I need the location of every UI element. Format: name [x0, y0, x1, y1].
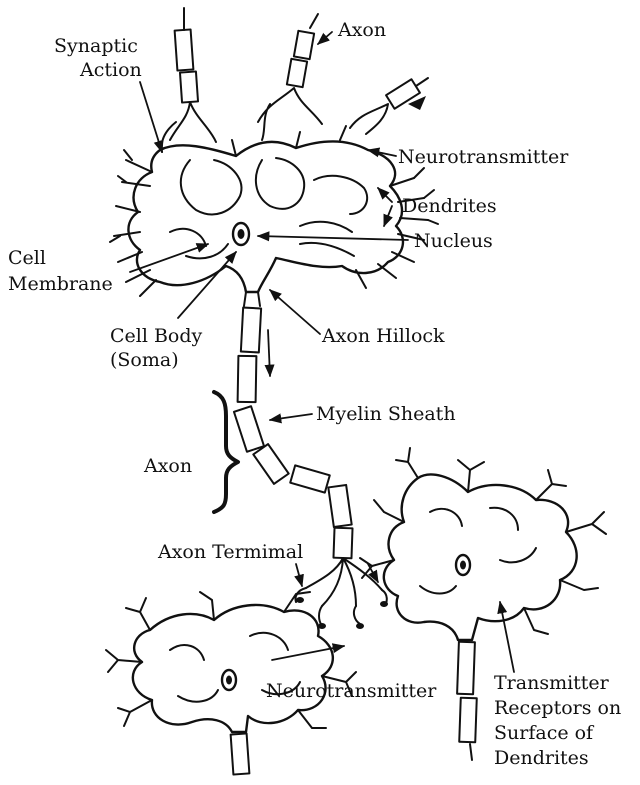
- label-neurotransmitter-top: Neurotransmitter: [398, 146, 569, 168]
- label-axon-hillock: Axon Hillock: [321, 325, 445, 347]
- label-axon-top: Axon: [337, 19, 386, 41]
- label-dendrites: Dendrites: [402, 195, 497, 217]
- incoming-axon-left: [162, 8, 216, 152]
- label-neurotransmitter-bottom: Neurotransmitter: [266, 680, 437, 702]
- label-transmitter-receptors-line1: Transmitter: [494, 672, 610, 694]
- label-transmitter-receptors-line3: Surface of: [494, 722, 595, 744]
- incoming-axon-right: [350, 78, 428, 134]
- label-cell-body-line2: (Soma): [110, 349, 179, 371]
- label-axon-brace: Axon: [143, 455, 192, 477]
- label-cell-body-line1: Cell Body: [110, 325, 203, 347]
- label-nucleus: Nucleus: [414, 230, 493, 252]
- soma-outline: [128, 142, 403, 293]
- axon-hillock-shape: [244, 292, 260, 306]
- axon-brace: [214, 392, 238, 512]
- label-synaptic-action-line2: Action: [79, 59, 142, 81]
- label-cell-membrane-line1: Cell: [8, 247, 46, 269]
- label-myelin-sheath: Myelin Sheath: [316, 403, 456, 425]
- label-transmitter-receptors-line2: Receptors on: [494, 697, 621, 719]
- label-synaptic-action-line1: Synaptic: [54, 35, 138, 57]
- label-cell-membrane-line2: Membrane: [8, 273, 113, 295]
- main-axon: [234, 308, 388, 629]
- incoming-axon-middle: [258, 14, 322, 140]
- label-pointers: [130, 32, 514, 672]
- label-transmitter-receptors-line4: Dendrites: [494, 747, 589, 769]
- label-axon-terminal: Axon Termimal: [157, 541, 303, 563]
- labels: Synaptic Action Axon Neurotransmitter De…: [8, 19, 621, 769]
